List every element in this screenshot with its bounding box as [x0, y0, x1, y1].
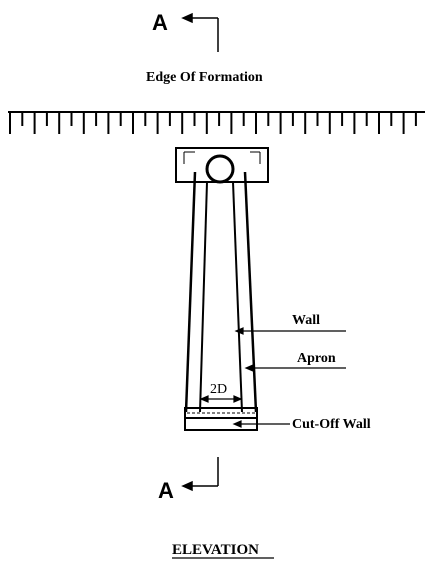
width-label: 2D — [210, 382, 227, 397]
wall-label: Wall — [292, 313, 320, 328]
edge-of-formation-line — [8, 111, 425, 134]
section-arrow-top — [181, 12, 219, 52]
apron-label: Apron — [297, 351, 336, 366]
channel — [184, 171, 258, 413]
section-marker-bottom: A — [158, 478, 174, 503]
width-dimension — [199, 395, 243, 403]
section-arrow-bottom — [181, 457, 219, 492]
leader-lines — [232, 327, 346, 428]
edge-of-formation-label: Edge Of Formation — [146, 70, 263, 85]
elevation-title: ELEVATION — [172, 542, 259, 558]
pipe-icon — [205, 154, 235, 184]
cut-off-wall-label: Cut-Off Wall — [292, 417, 371, 432]
section-marker-top: A — [152, 10, 168, 35]
cut-off-wall — [184, 407, 258, 431]
